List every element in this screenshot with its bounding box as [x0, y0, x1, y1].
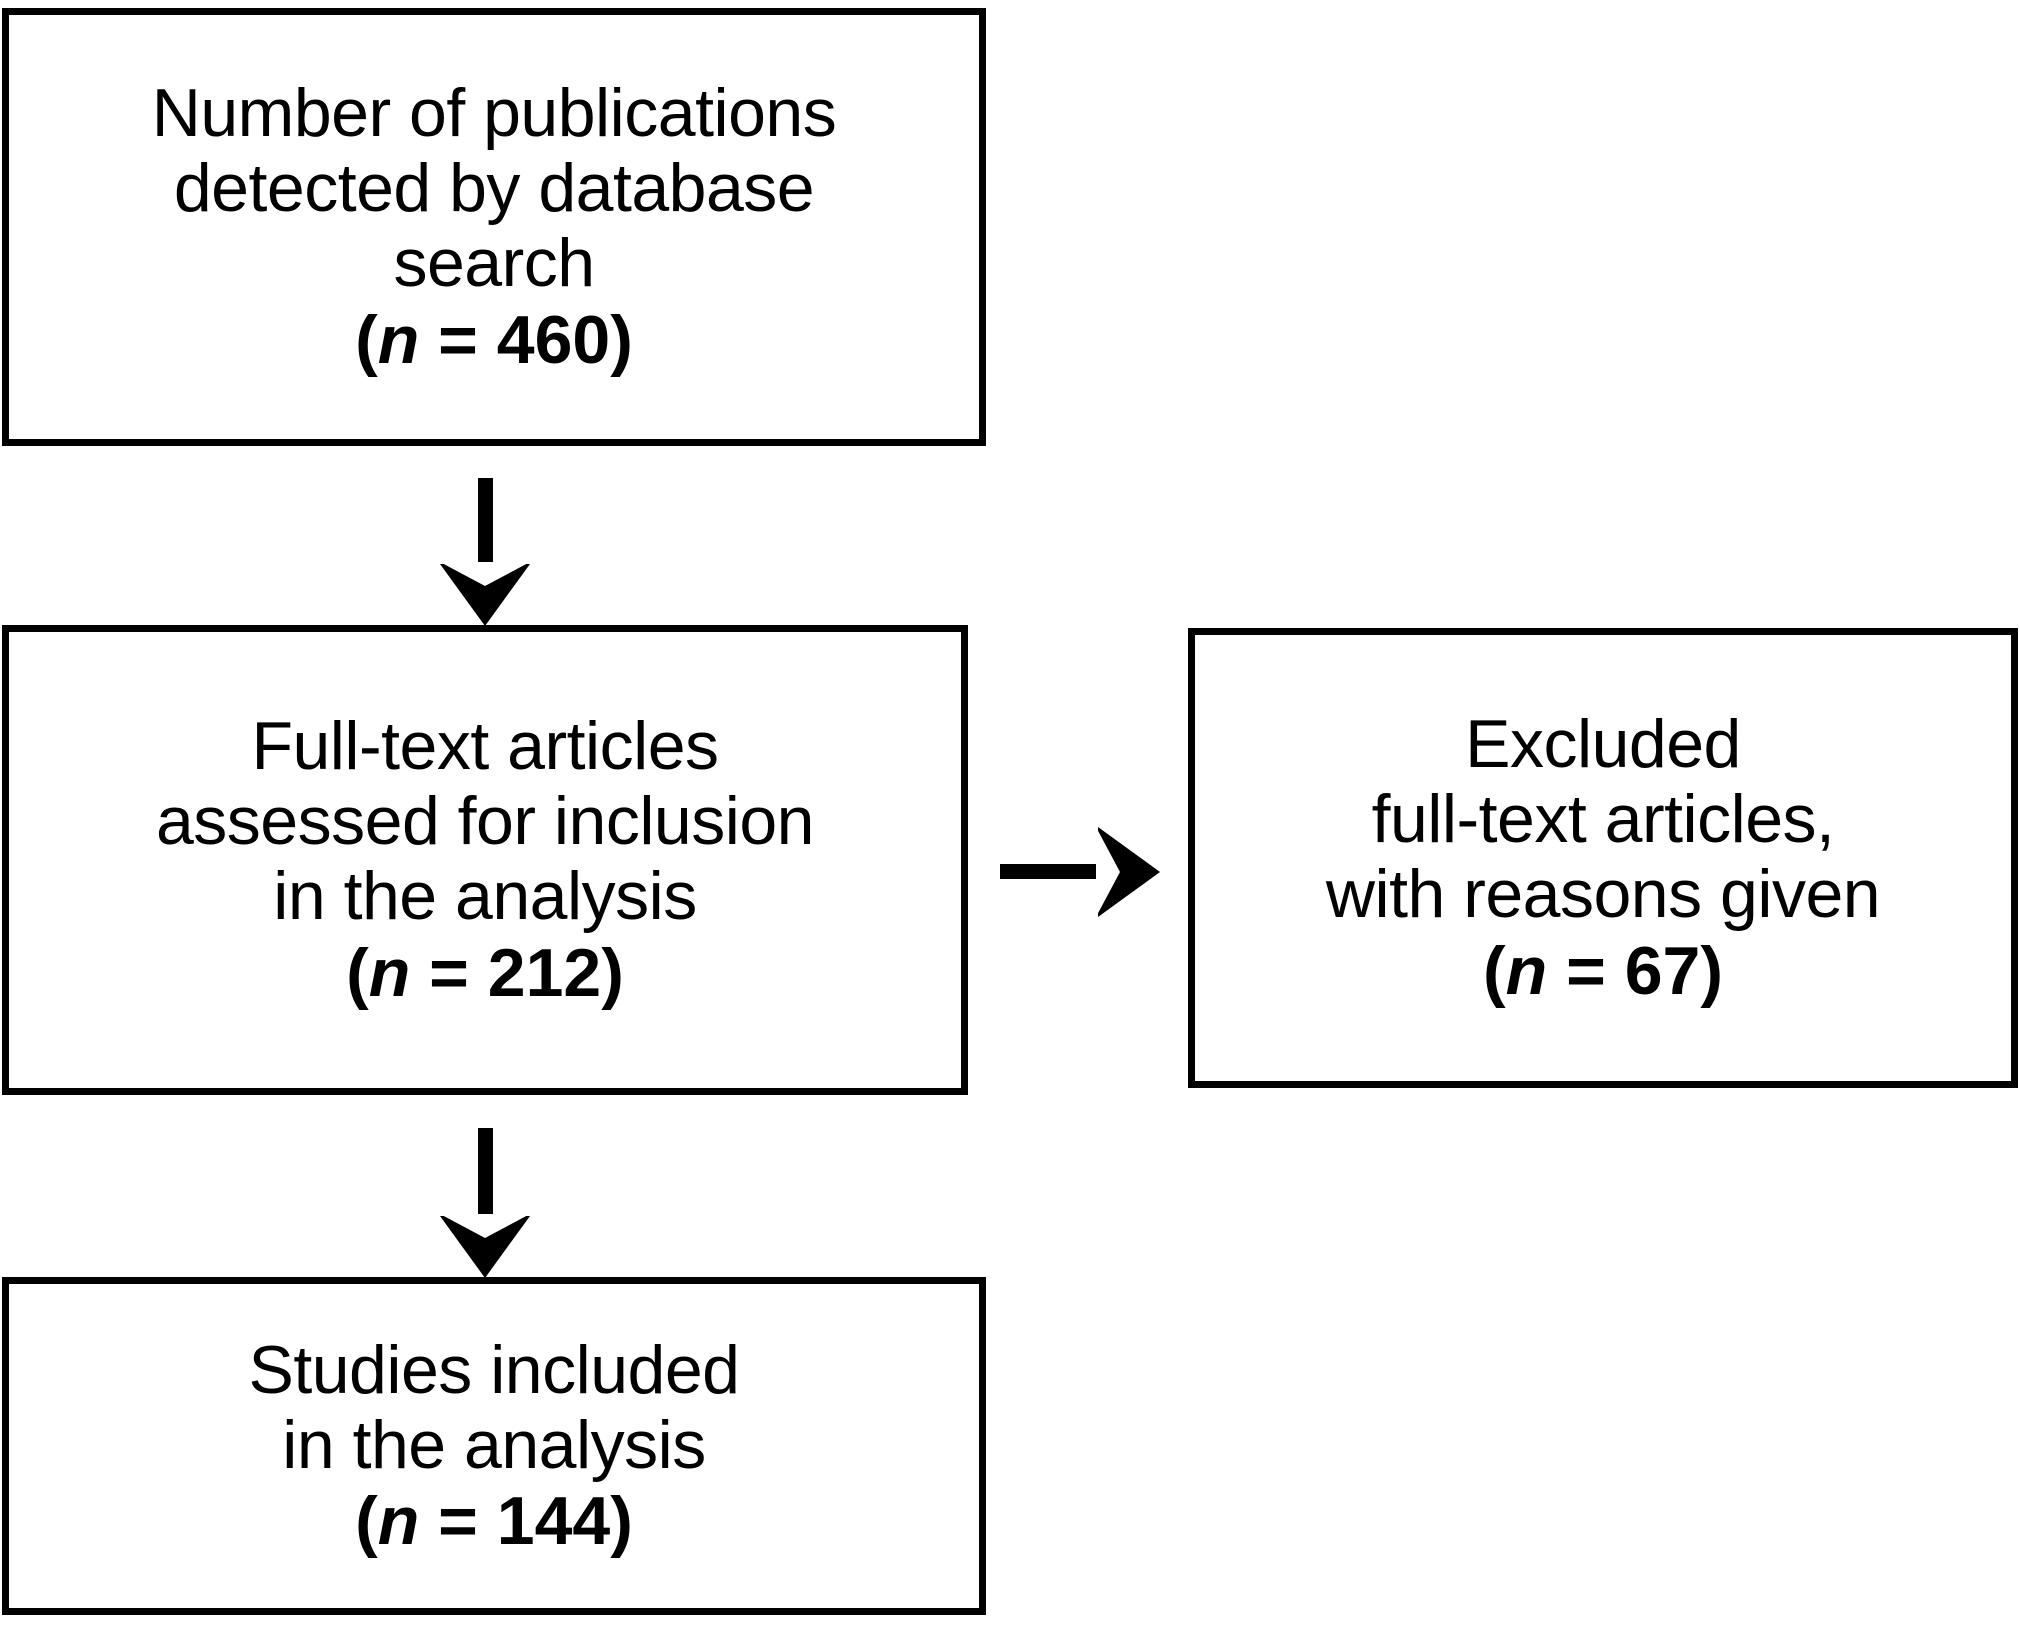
node-line: Studies included [248, 1331, 740, 1408]
node-line: Full-text articles [251, 708, 719, 785]
node-publications-detected: Number of publications detected by datab… [2, 8, 986, 446]
node-fulltext-assessed: Full-text articles assessed for inclusio… [2, 625, 968, 1095]
count-value: 67 [1624, 932, 1701, 1009]
count-variable: n [1505, 932, 1548, 1009]
node-count: (n = 67) [1483, 932, 1723, 1009]
node-line: search [393, 225, 595, 301]
count-variable: n [377, 301, 420, 378]
count-equals: = [419, 1483, 497, 1560]
count-open-paren: ( [1483, 932, 1506, 1009]
arrow-head-notch [440, 562, 530, 586]
count-value: 212 [487, 934, 602, 1011]
count-close-paren: ) [1700, 932, 1723, 1009]
arrow-down-assessed-to-included [420, 1128, 550, 1278]
node-line: in the analysis [282, 1406, 706, 1483]
count-value: 460 [496, 301, 611, 378]
node-line: Number of publications [151, 75, 837, 152]
count-open-paren: ( [355, 301, 378, 378]
node-line: Excluded [1465, 706, 1741, 783]
node-count: (n = 460) [355, 301, 633, 378]
arrow-down-search-to-assessed [420, 478, 550, 626]
node-count: (n = 144) [355, 1484, 633, 1559]
count-equals: = [410, 934, 488, 1011]
node-studies-included: Studies included in the analysis (n = 14… [2, 1277, 986, 1615]
count-close-paren: ) [610, 301, 633, 378]
count-variable: n [377, 1483, 420, 1560]
node-line: in the analysis [273, 858, 697, 934]
arrow-head-notch [440, 1214, 530, 1238]
count-equals: = [419, 301, 497, 378]
node-line: detected by database [173, 150, 815, 227]
arrow-shaft [478, 1128, 493, 1222]
count-open-paren: ( [355, 1483, 378, 1560]
node-count: (n = 212) [346, 934, 624, 1011]
count-open-paren: ( [346, 934, 369, 1011]
count-close-paren: ) [601, 934, 624, 1011]
node-excluded-articles: Excluded full-text articles, with reason… [1188, 628, 2018, 1088]
count-equals: = [1547, 932, 1625, 1009]
count-close-paren: ) [610, 1483, 633, 1560]
arrow-right-assessed-to-excluded [1000, 812, 1160, 932]
node-line: full-text articles, [1371, 781, 1835, 858]
node-line: with reasons given [1325, 856, 1881, 932]
count-value: 144 [496, 1483, 611, 1560]
arrow-shaft [1000, 864, 1112, 879]
arrow-head-notch [1096, 827, 1120, 917]
node-line: assessed for inclusion [155, 783, 815, 860]
arrow-shaft [478, 478, 493, 570]
count-variable: n [368, 934, 411, 1011]
